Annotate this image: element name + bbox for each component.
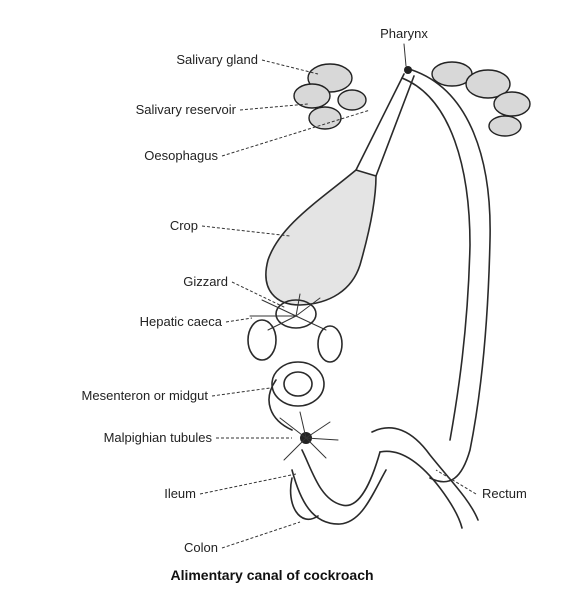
- pharynx-mark: [404, 66, 412, 74]
- mesenteron-coil: [269, 362, 324, 430]
- rectum-outline: [372, 428, 478, 520]
- label-hepatic-caeca: Hepatic caeca: [140, 314, 223, 329]
- label-salivary-reservoir: Salivary reservoir: [136, 102, 237, 117]
- label-pharynx: Pharynx: [380, 26, 428, 41]
- leader-colon: [222, 522, 300, 548]
- leader-pharynx: [404, 44, 406, 66]
- ileum-loop: [302, 450, 380, 506]
- label-oesophagus: Oesophagus: [144, 148, 218, 163]
- salivary-gland-right: [432, 62, 530, 136]
- rectum-outline-2: [380, 451, 462, 528]
- label-mesenteron: Mesenteron or midgut: [82, 388, 209, 403]
- label-ileum: Ileum: [164, 486, 196, 501]
- salivary-gland-left: [294, 64, 366, 129]
- leader-ileum: [200, 474, 296, 494]
- label-malpighian-tubules: Malpighian tubules: [104, 430, 213, 445]
- leader-oesophagus: [222, 110, 370, 156]
- label-rectum: Rectum: [482, 486, 527, 501]
- colon-outline: [291, 478, 318, 519]
- leader-mesenteron: [212, 388, 270, 396]
- malpighian-tubules-shape: [280, 412, 338, 460]
- crop-outline: [266, 170, 376, 305]
- diagram-caption: Alimentary canal of cockroach: [170, 567, 373, 583]
- ileum-loop-2: [292, 470, 386, 524]
- leader-hepatic-caeca: [226, 318, 252, 322]
- leader-crop: [202, 226, 290, 236]
- label-gizzard: Gizzard: [183, 274, 228, 289]
- leader-salivary-reservoir: [240, 104, 308, 110]
- label-colon: Colon: [184, 540, 218, 555]
- midgut-inner-outline: [402, 78, 470, 440]
- label-salivary-gland: Salivary gland: [176, 52, 258, 67]
- label-crop: Crop: [170, 218, 198, 233]
